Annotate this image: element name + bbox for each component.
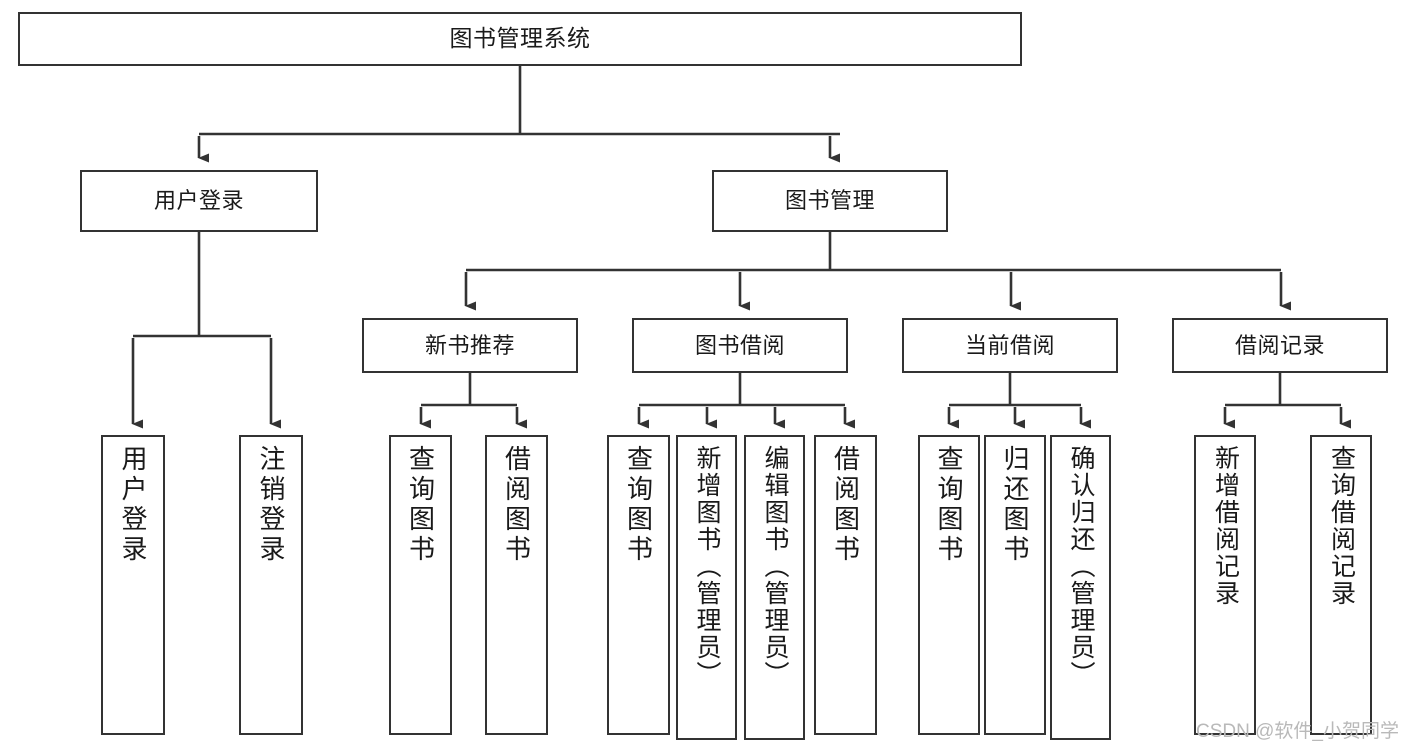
leaf-return-book[interactable]: 归还图书 [984, 435, 1046, 735]
node-label: 新书推荐 [424, 332, 515, 358]
node-label: 查询图书 [405, 445, 436, 565]
node-label: 新增图书（管理员） [693, 445, 721, 688]
node-label: 用户登录 [153, 188, 244, 214]
leaf-logout[interactable]: 注销登录 [239, 435, 303, 735]
node-book-borrow[interactable]: 图书借阅 [632, 318, 848, 373]
leaf-user-login[interactable]: 用户登录 [101, 435, 165, 735]
node-current-borrow[interactable]: 当前借阅 [902, 318, 1118, 373]
node-label: 归还图书 [1000, 445, 1030, 565]
leaf-edit-book-admin[interactable]: 编辑图书（管理员） [744, 435, 805, 740]
watermark-text: CSDN @软件_小贺同学 [1196, 721, 1399, 742]
node-label: 新增借阅记录 [1211, 445, 1240, 607]
node-label: 查询图书 [623, 445, 654, 565]
node-label: 借阅图书 [830, 445, 861, 565]
leaf-add-borrow-record[interactable]: 新增借阅记录 [1194, 435, 1256, 735]
node-label: 编辑图书（管理员） [761, 445, 789, 688]
node-new-book-recommend[interactable]: 新书推荐 [362, 318, 578, 373]
node-user-login[interactable]: 用户登录 [80, 170, 318, 232]
leaf-borrow-book[interactable]: 借阅图书 [814, 435, 877, 735]
node-label: 图书管理 [784, 188, 875, 214]
node-label: 用户登录 [118, 445, 148, 565]
node-label: 查询借阅记录 [1327, 445, 1356, 607]
leaf-query-book-recommend[interactable]: 查询图书 [389, 435, 452, 735]
node-label: 当前借阅 [964, 332, 1055, 358]
node-label: 查询图书 [934, 445, 964, 565]
node-label: 图书管理系统 [449, 25, 591, 52]
leaf-borrow-book-recommend[interactable]: 借阅图书 [485, 435, 548, 735]
leaf-confirm-return-admin[interactable]: 确认归还（管理员） [1050, 435, 1111, 740]
leaf-add-book-admin[interactable]: 新增图书（管理员） [676, 435, 737, 740]
node-label: 注销登录 [256, 445, 286, 565]
leaf-query-book-borrow[interactable]: 查询图书 [607, 435, 670, 735]
node-label: 图书借阅 [694, 332, 785, 358]
node-label: 借阅记录 [1234, 332, 1325, 358]
node-book-management[interactable]: 图书管理 [712, 170, 948, 232]
leaf-query-book-current[interactable]: 查询图书 [918, 435, 980, 735]
node-root-system[interactable]: 图书管理系统 [18, 12, 1022, 66]
leaf-query-borrow-record[interactable]: 查询借阅记录 [1310, 435, 1372, 735]
node-label: 确认归还（管理员） [1067, 445, 1095, 688]
node-label: 借阅图书 [501, 445, 532, 565]
node-borrow-record[interactable]: 借阅记录 [1172, 318, 1388, 373]
